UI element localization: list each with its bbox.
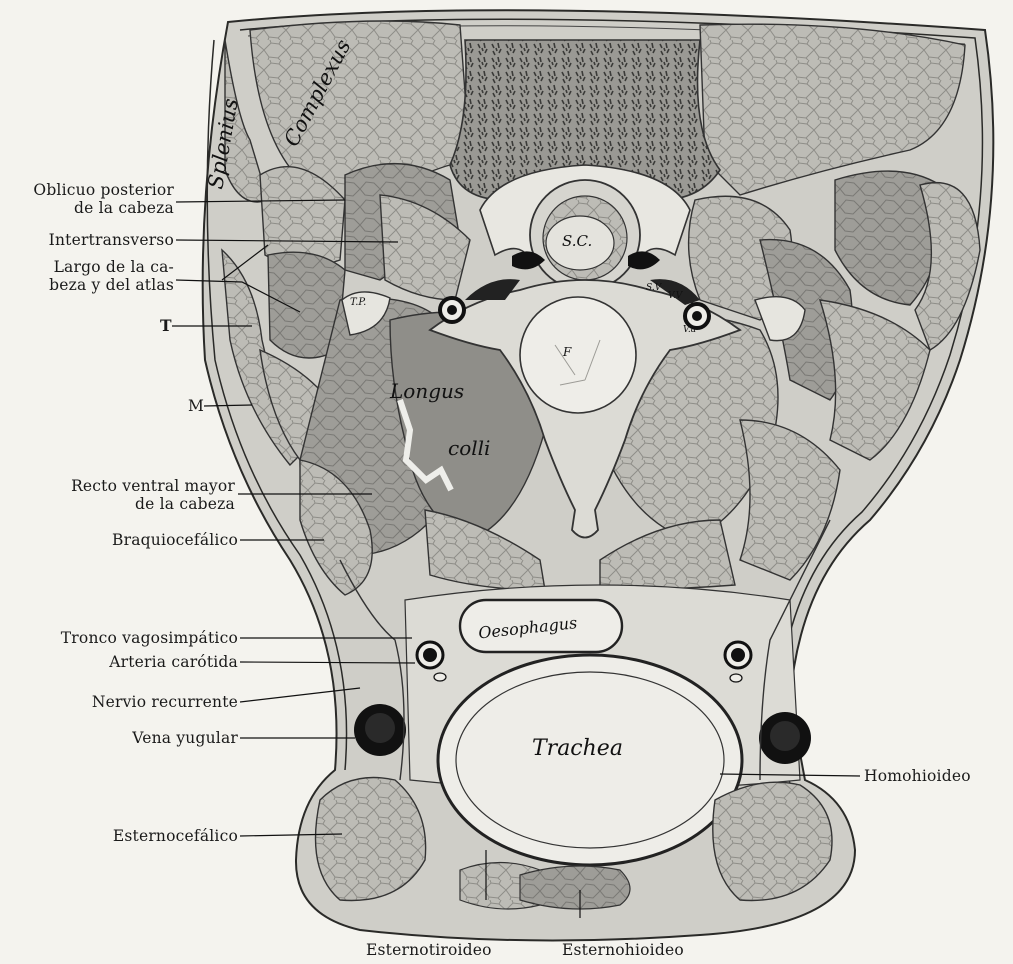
label-homohioideo: Homohioideo [864, 767, 971, 785]
label-arteria-carotida: Arteria carótida [10, 653, 238, 671]
label-largo-line2: beza y del atlas [10, 276, 174, 294]
label-tronco-vagosimpatico: Tronco vagosimpático [10, 629, 238, 647]
sc-label: S.C. [562, 232, 592, 250]
label-recto-line1: Recto ventral mayor [10, 477, 235, 495]
trachea-label: Trachea [532, 736, 623, 761]
label-intertransverso: Intertransverso [10, 231, 174, 249]
label-largo-cabeza: Largo de la ca- beza y del atlas [10, 258, 174, 294]
f-label: F [562, 345, 572, 359]
sv-label: S.V [646, 283, 663, 293]
va-label: V.a [683, 325, 696, 335]
label-oblicuo-line2: de la cabeza [10, 199, 174, 217]
colli-label: colli [448, 436, 490, 460]
label-esternotiroideo: Esternotiroideo [366, 941, 492, 959]
tp-label: T.P. [350, 297, 366, 308]
label-recto-ventral: Recto ventral mayor de la cabeza [10, 477, 235, 513]
label-braquiocefalico: Braquiocefálico [10, 531, 238, 549]
label-oblicuo-line1: Oblicuo posterior [10, 181, 174, 199]
label-m: M [188, 397, 204, 415]
label-vena-yugular: Vena yugular [10, 729, 238, 747]
label-esternohioideo: Esternohioideo [562, 941, 684, 959]
label-recto-line2: de la cabeza [10, 495, 235, 513]
longus-label: Longus [389, 379, 464, 403]
label-t: T [160, 317, 172, 335]
vv-label: V.V [668, 291, 684, 301]
label-oblicuo-posterior: Oblicuo posterior de la cabeza [10, 181, 174, 217]
label-esternocefalico: Esternocefálico [10, 827, 238, 845]
label-largo-line1: Largo de la ca- [10, 258, 174, 276]
label-nervio-recurrente: Nervio recurrente [10, 693, 238, 711]
